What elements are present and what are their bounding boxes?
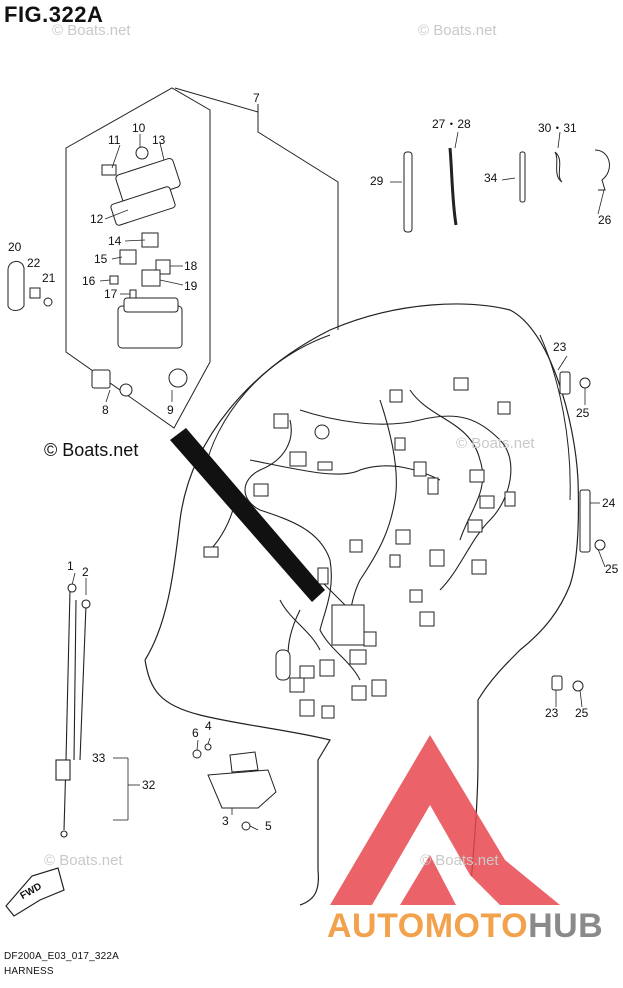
callout-12: 12: [90, 212, 104, 226]
leader-7: [174, 87, 339, 330]
callout-34: 34: [484, 171, 498, 185]
callout-5: 5: [265, 819, 272, 833]
callout-4: 4: [205, 719, 212, 733]
watermark-faint: © Boats.net: [418, 22, 497, 39]
callout-19: 19: [184, 279, 198, 293]
callout-6: 6: [192, 726, 199, 740]
callout-27-28: 27・28: [432, 117, 471, 131]
cowl-inner-edge: [204, 334, 571, 501]
relay-box-components: [91, 146, 188, 397]
callout-18: 18: [184, 259, 198, 273]
bracket-assembly: [192, 743, 277, 831]
automotohub-wordmark: AUTOMOTOHUB: [327, 907, 603, 946]
callout-13: 13: [152, 133, 166, 147]
callout-25-lower: 25: [575, 706, 589, 720]
callout-32: 32: [142, 778, 156, 792]
watermark-faint: © Boats.net: [44, 852, 123, 869]
small-parts-left: [7, 261, 53, 311]
callout-17: 17: [104, 287, 118, 301]
brand-part-a: AUTOMOTO: [327, 907, 529, 945]
relay-box-frame: [65, 87, 211, 429]
watermark-faint: © Boats.net: [456, 435, 535, 452]
brand-part-b: HUB: [528, 907, 604, 945]
callout-25-middle: 25: [605, 562, 619, 576]
callout-26: 26: [598, 213, 612, 227]
harness-connectors: [203, 377, 516, 719]
callout-7: 7: [253, 91, 260, 105]
callout-30-31: 30・31: [538, 121, 577, 135]
ties-and-clamps: [403, 147, 610, 692]
callout-23-upper: 23: [553, 340, 567, 354]
callout-1: 1: [67, 559, 74, 573]
battery-cables: [55, 583, 91, 838]
callout-10: 10: [132, 121, 146, 135]
callout-22: 22: [27, 256, 41, 270]
automotohub-logo-mark: [330, 735, 560, 905]
callout-8: 8: [102, 403, 109, 417]
callout-24: 24: [602, 496, 616, 510]
figure-name: HARNESS: [4, 966, 54, 977]
watermark-faint: © Boats.net: [420, 852, 499, 869]
callout-25-upper: 25: [576, 406, 590, 420]
figure-code: DF200A_E03_017_322A: [4, 951, 120, 962]
callout-20: 20: [8, 240, 22, 254]
pointer-arrow: [170, 428, 325, 602]
callout-16: 16: [82, 274, 96, 288]
callout-2: 2: [82, 565, 89, 579]
callout-29: 29: [370, 174, 384, 188]
callout-15: 15: [94, 252, 108, 266]
figure-title: FIG.322A: [4, 2, 104, 27]
callout-33: 33: [92, 751, 106, 765]
callout-leaders: [71, 131, 606, 831]
callout-9: 9: [167, 403, 174, 417]
watermark-main: © Boats.net: [44, 440, 139, 460]
callout-14: 14: [108, 234, 122, 248]
callout-21: 21: [42, 271, 56, 285]
fwd-arrow-shape: [5, 867, 65, 917]
watermark-faint: © Boats.net: [52, 22, 131, 39]
callout-3: 3: [222, 814, 229, 828]
callout-23-lower: 23: [545, 706, 559, 720]
callout-11: 11: [108, 133, 121, 147]
